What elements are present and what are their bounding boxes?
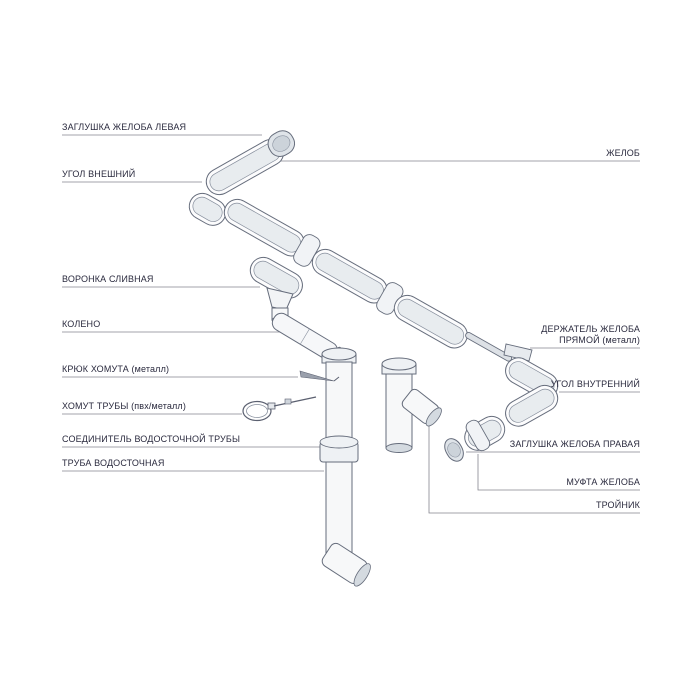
- leader-coupling: [477, 454, 640, 491]
- label-gutter: ЖЕЛОБ: [606, 148, 640, 158]
- label-downpipe-connector: СОЕДИНИТЕЛЬ ВОДОСТОЧНОЙ ТРУБЫ: [62, 434, 241, 444]
- clamp-hook-drawing: [299, 370, 340, 382]
- label-gutter-end-cap-right: ЗАГЛУШКА ЖЕЛОБА ПРАВАЯ: [509, 439, 640, 449]
- end-cap-left-drawing: [267, 130, 296, 157]
- downpipe-drawing: [319, 347, 371, 587]
- gutter-holder-drawing: [465, 332, 533, 362]
- gutter-segment-b-drawing: [311, 248, 388, 304]
- label-tee: ТРОЙНИК: [595, 500, 640, 510]
- end-cap-right-drawing: [444, 438, 464, 462]
- label-pipe-clamp: ХОМУТ ТРУБЫ (пвх/металл): [62, 401, 186, 411]
- label-drain-funnel: ВОРОНКА СЛИВНАЯ: [62, 274, 154, 284]
- gutter-segment-c-drawing: [393, 294, 468, 349]
- label-inner-corner: УГОЛ ВНУТРЕННИЙ: [550, 379, 640, 389]
- downpipe-outlet-drawing: [321, 542, 371, 587]
- gutter-coupling-drawing: [465, 419, 491, 452]
- label-clamp-hook: КРЮК ХОМУТА (металл): [62, 364, 170, 374]
- outer-corner-drawing: [188, 192, 227, 226]
- label-gutter-holder: ДЕРЖАТЕЛЬ ЖЕЛОБА ПРЯМОЙ (металл): [541, 324, 640, 345]
- downpipe-connector-drawing: [319, 435, 359, 463]
- label-gutter-end-cap-left: ЗАГЛУШКА ЖЕЛОБА ЛЕВАЯ: [62, 122, 187, 132]
- label-outer-corner: УГОЛ ВНЕШНИЙ: [62, 169, 136, 179]
- gutter-segment-a-drawing: [223, 198, 305, 257]
- pipe-clamp-drawing: [242, 396, 317, 422]
- inner-corner-drawing: [505, 357, 559, 427]
- label-downpipe: ТРУБА ВОДОСТОЧНАЯ: [62, 458, 165, 468]
- label-gutter-coupling: МУФТА ЖЕЛОБА: [566, 477, 640, 487]
- gutter-top-segment-drawing: [205, 139, 285, 196]
- leader-tee: [428, 424, 640, 514]
- tee-drawing: [381, 357, 442, 453]
- leader-lines: [62, 134, 640, 514]
- label-elbow: КОЛЕНО: [62, 319, 101, 329]
